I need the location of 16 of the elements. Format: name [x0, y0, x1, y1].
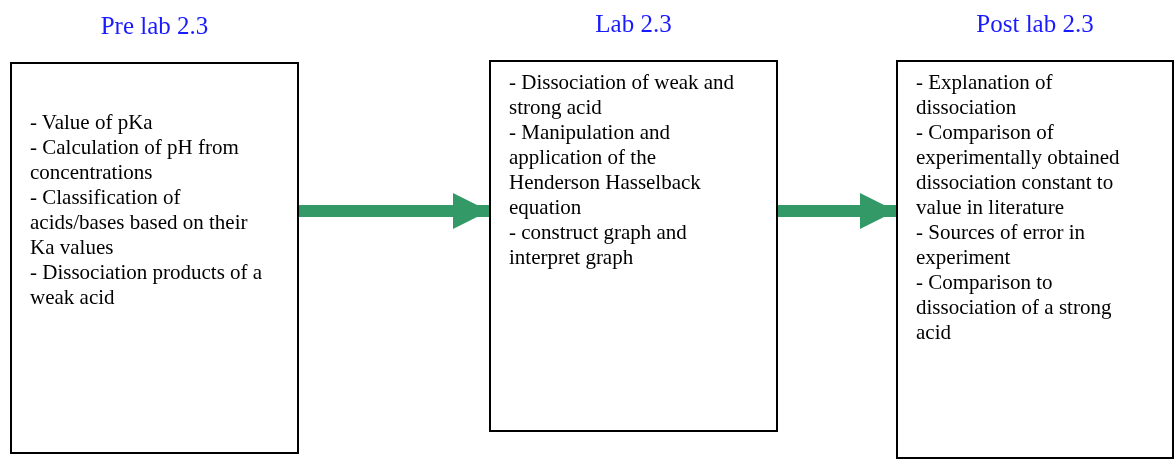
stage-heading: Pre lab 2.3 [99, 12, 210, 40]
arrow [778, 193, 896, 229]
bullet-text: - Classification of acids/bases based on their Ka values [30, 185, 249, 260]
bullet-text: - Calculation of pH from concentrations [30, 135, 240, 185]
arrow [299, 193, 489, 229]
bullet-text: - Explanation of dissociation [916, 70, 1054, 120]
stage-heading: Post lab 2.3 [975, 10, 1095, 38]
bullet-text: - Dissociation products of a weak acid [30, 260, 263, 310]
bullet-text: - Dissociation of weak and strong acid [509, 70, 736, 120]
bullet-text: - Comparison to dissociation of a strong acid [916, 270, 1113, 345]
bullet-text: - Manipulation and application of the Henderson Hasselback equation [509, 120, 702, 220]
bullet-text: - Sources of error in experiment [916, 220, 1087, 270]
stage-heading: Lab 2.3 [594, 10, 673, 38]
bullet-text: - construct graph and interpret graph [509, 220, 688, 270]
bullet-text: - Comparison of experimentally obtained dissociation constant to value in literature [916, 120, 1121, 220]
bullet-text: - Value of pKa [30, 110, 154, 135]
